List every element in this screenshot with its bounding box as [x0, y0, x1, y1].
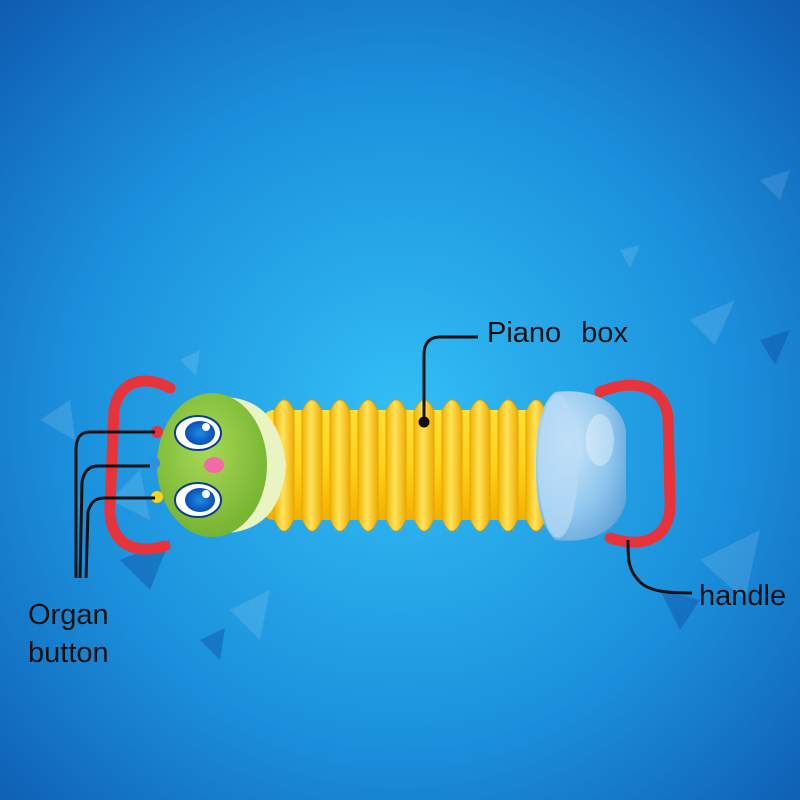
- cheek: [204, 457, 224, 473]
- piano-box-label-word1: Piano: [487, 317, 562, 349]
- background-confetti: [40, 170, 790, 640]
- organ-button-label: Organ button: [28, 596, 109, 672]
- organ-button-yellow: [151, 491, 163, 503]
- leader-handle: [626, 539, 693, 595]
- leader-piano-box-dot: [418, 416, 430, 428]
- leader-organ-1: [74, 430, 155, 578]
- face-head: [148, 393, 286, 537]
- bellows-rib: [441, 399, 463, 532]
- bellows-rib: [385, 399, 407, 532]
- left-eye-bottom: [174, 482, 222, 518]
- bellows-rib: [357, 399, 379, 532]
- bellows-rib: [469, 399, 491, 532]
- piano-box-label: Piano box: [487, 316, 628, 351]
- right-end-cap: [536, 391, 626, 541]
- bellows-piano-box: [262, 399, 552, 532]
- leader-piano-box: [422, 335, 478, 420]
- organ-button-label-line1: Organ: [28, 599, 109, 631]
- organ-button-label-line2: button: [28, 637, 109, 669]
- bellows-rib: [329, 399, 351, 532]
- piano-box-label-word2: box: [581, 317, 628, 349]
- right-handle: [594, 379, 676, 548]
- leader-organ-2: [78, 464, 150, 579]
- leader-organ-3: [84, 496, 155, 579]
- left-handle: [104, 375, 176, 555]
- bellows-rib: [301, 399, 323, 532]
- left-eye-top: [174, 415, 222, 451]
- leader-lines: [74, 335, 693, 595]
- organ-button-blue: [148, 457, 160, 469]
- handle-label: handle: [699, 580, 787, 612]
- bellows-rib: [413, 399, 435, 532]
- bellows-rib: [497, 399, 519, 532]
- organ-button-red: [151, 426, 163, 438]
